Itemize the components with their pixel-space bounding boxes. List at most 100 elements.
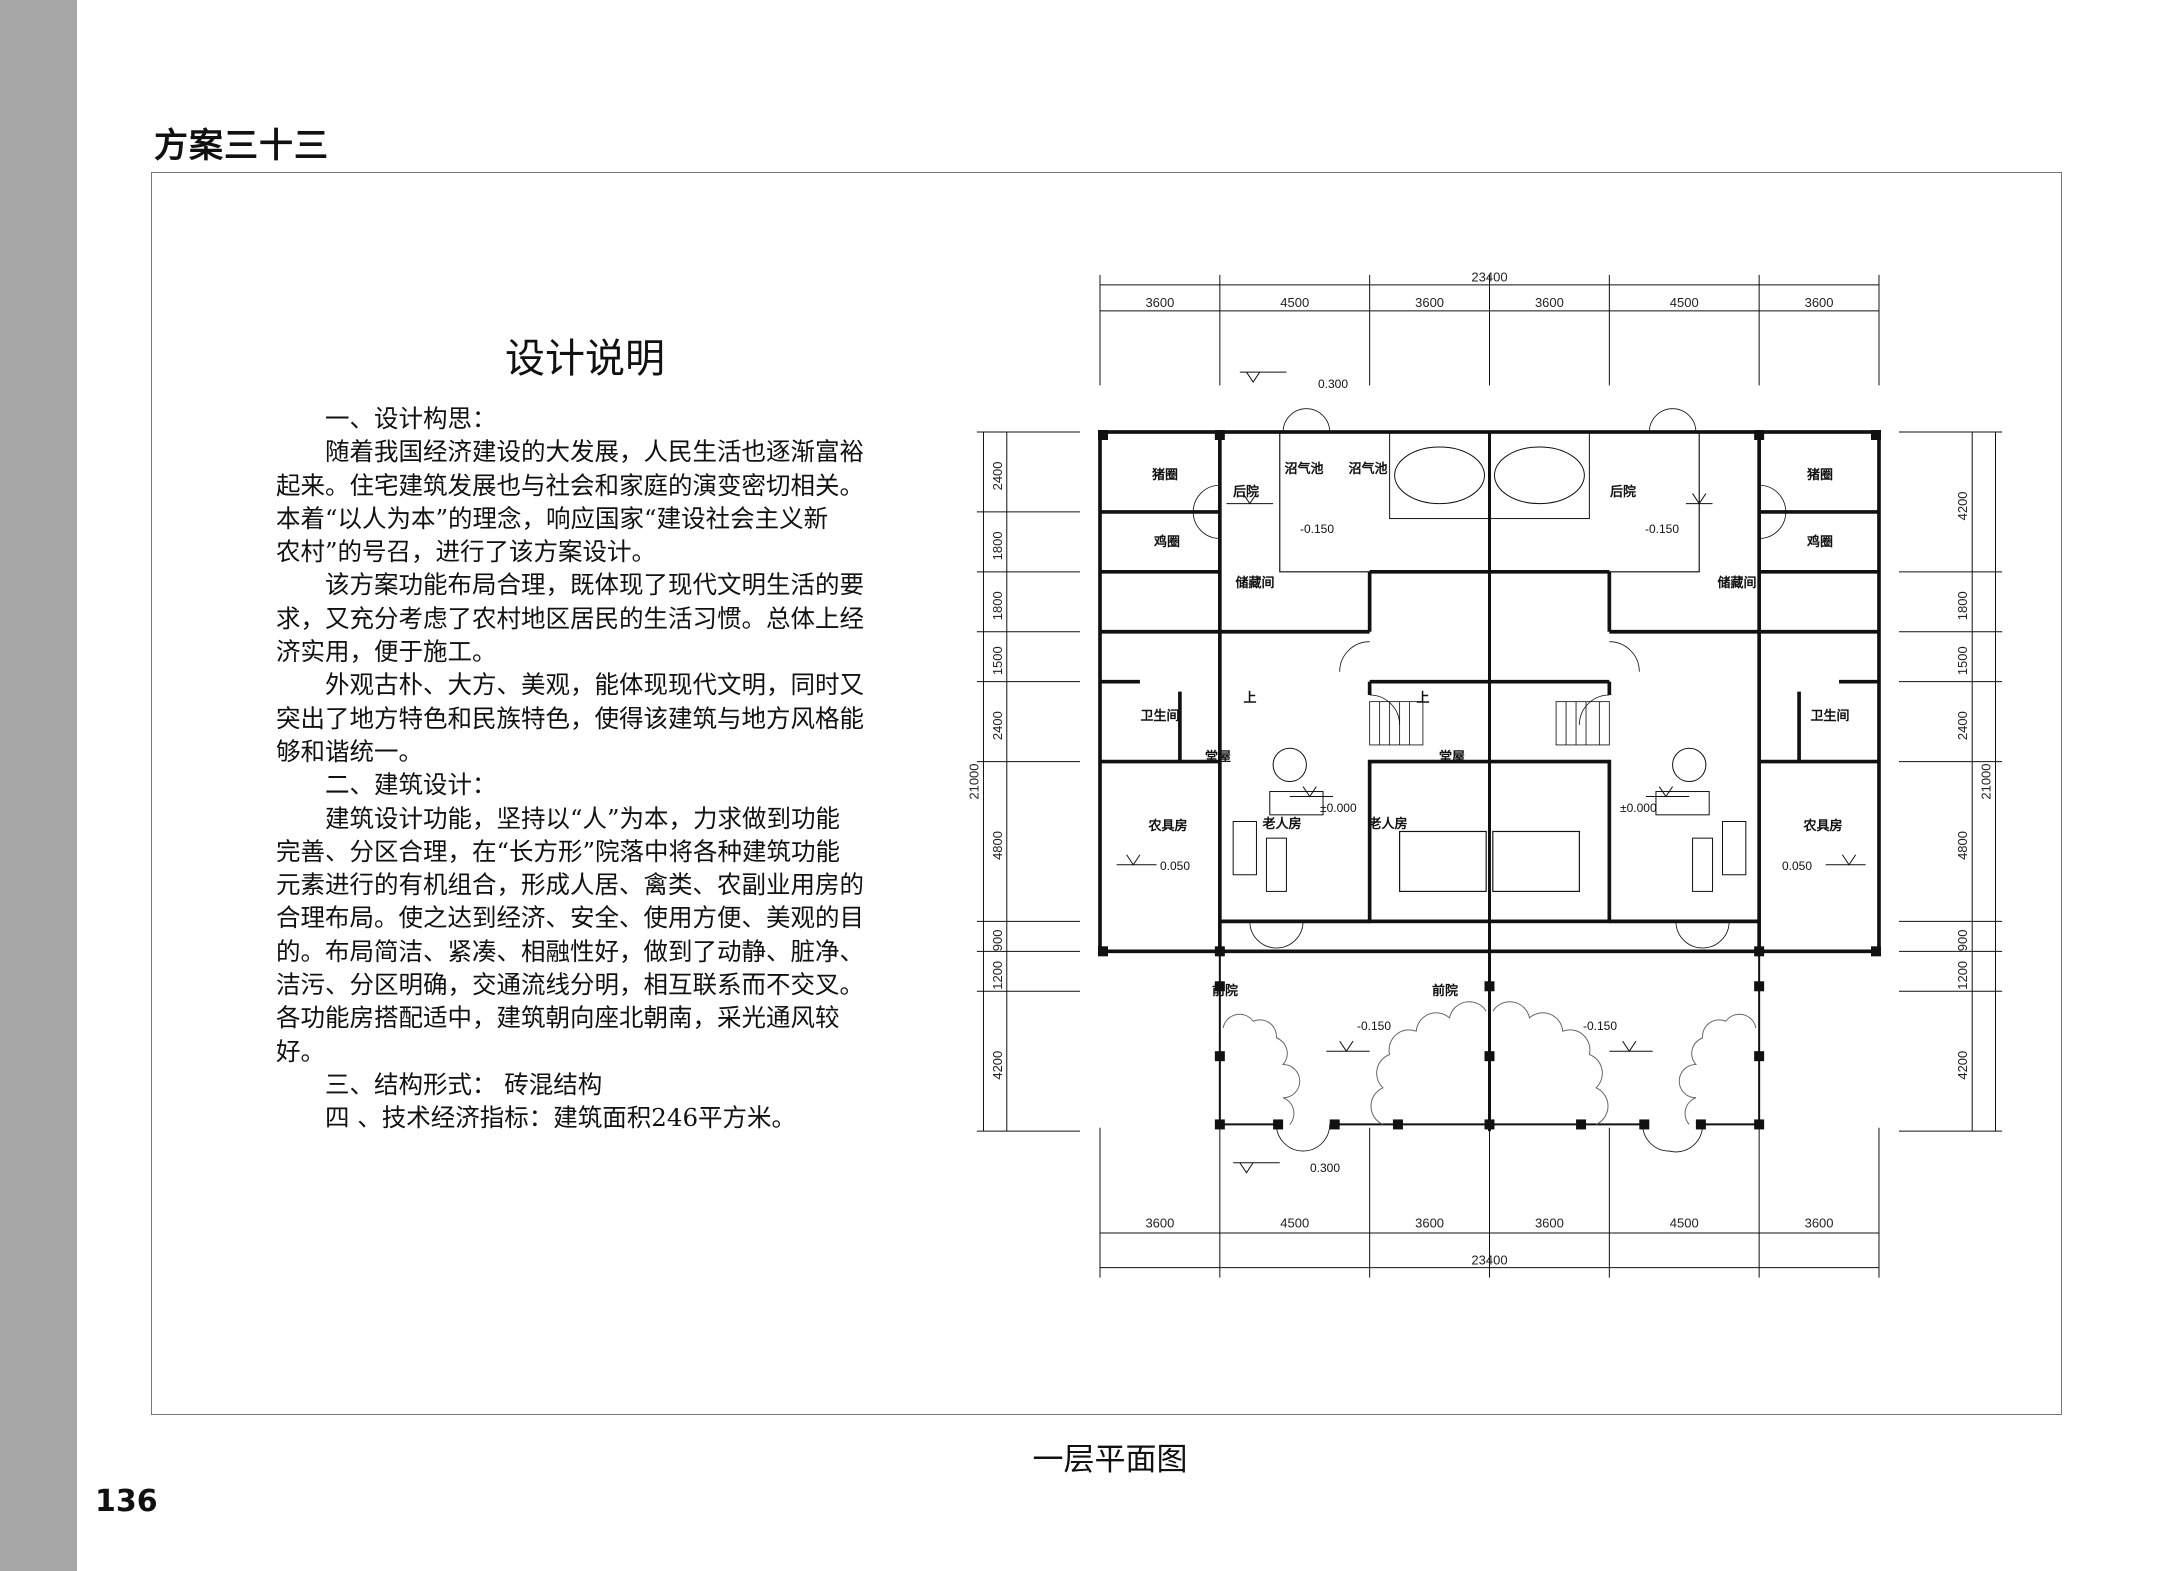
dimension-right: 1500 xyxy=(1955,646,1970,675)
scheme-title: 方案三十三 xyxy=(154,126,329,166)
description-line: 四 、技术经济指标：建筑面积246平方米。 xyxy=(325,1103,797,1133)
dimension-right: 1200 xyxy=(1955,961,1970,990)
description-line: 三、结构形式： 砖混结构 xyxy=(325,1069,603,1099)
left-dimension-lines xyxy=(976,431,1081,1132)
room-label-front-yard-right: 前院 xyxy=(1432,983,1458,999)
room-label-chicken-coop-left: 鸡圈 xyxy=(1153,534,1180,550)
content-frame xyxy=(151,172,2062,1415)
dimension-left: 900 xyxy=(990,929,1005,951)
page-number: 136 xyxy=(95,1484,158,1519)
dimension-bottom: 3600 xyxy=(1805,1216,1834,1231)
room-label-tool-room-left: 农具房 xyxy=(1147,818,1187,834)
dimension-left: 2400 xyxy=(990,461,1005,490)
room-label-elder-room-left: 老人房 xyxy=(1261,816,1301,832)
biogas-tank-left xyxy=(1394,446,1485,505)
description-line: 各功能房搭配适中，建筑朝向座北朝南，采光通风较 xyxy=(276,1003,840,1033)
description-body: 一、设计构思： 随着我国经济建设的大发展，人民生活也逐渐富裕起来。住宅建筑发展也与… xyxy=(276,402,916,1135)
door-swings xyxy=(1192,408,1787,1153)
elevation-back-yard-right: -0.150 xyxy=(1645,522,1679,536)
description-line: 二、建筑设计： xyxy=(325,770,497,800)
biogas-tank-right xyxy=(1493,446,1585,505)
room-label-storage-right: 储藏间 xyxy=(1716,575,1756,591)
dimension-left: 2400 xyxy=(990,711,1005,740)
room-label-storage-left: 储藏间 xyxy=(1234,575,1274,591)
dimension-bottom: 4500 xyxy=(1670,1216,1699,1231)
elevation-front-yard-left: -0.150 xyxy=(1357,1019,1391,1033)
dimension-bottom: 4500 xyxy=(1280,1216,1309,1231)
dimension-top: 3600 xyxy=(1145,295,1174,310)
bed-right xyxy=(1492,830,1580,892)
dimension-left: 4200 xyxy=(990,1051,1005,1080)
elevation-back-yard-left: -0.150 xyxy=(1300,522,1334,536)
top-dimension-lines xyxy=(1099,274,1880,386)
dining-table-left xyxy=(1272,747,1307,783)
dimension-left: 1500 xyxy=(990,646,1005,675)
description-line: 该方案功能布局合理，既体现了现代文明生活的要 xyxy=(325,570,864,600)
description-line: 突出了地方特色和民族特色，使得该建筑与地方风格能 xyxy=(276,703,864,733)
dimension-right: 2400 xyxy=(1955,711,1970,740)
dimension-total-width: 23400 xyxy=(1471,1252,1507,1267)
elevation-hall-left: ±0.000 xyxy=(1320,801,1357,815)
columns xyxy=(1098,430,1881,1130)
stairs xyxy=(1369,701,1610,746)
elevation-entry-back: 0.300 xyxy=(1318,377,1348,391)
description-line: 一、设计构思： xyxy=(325,404,497,433)
dimension-total-width: 23400 xyxy=(1471,270,1507,285)
dimension-bottom: 3600 xyxy=(1535,1216,1564,1231)
room-label-back-yard-left: 后院 xyxy=(1233,484,1259,500)
description-line: 外观古朴、大方、美观，能体现现代文明，同时又 xyxy=(325,670,864,700)
dimension-right: 1800 xyxy=(1955,591,1970,620)
dimension-total-depth-left: 21000 xyxy=(966,763,981,799)
room-label-elder-room-right: 老人房 xyxy=(1367,816,1407,832)
dimension-top: 4500 xyxy=(1280,295,1309,310)
front-yard-trees xyxy=(1222,1001,1757,1125)
description-line: 合理布局。使之达到经济、安全、使用方便、美观的目 xyxy=(276,903,864,933)
dimension-right: 4200 xyxy=(1955,1051,1970,1080)
room-label-main-hall-right: 堂屋 xyxy=(1439,749,1465,765)
label-biogas-left: 沼气池 xyxy=(1284,461,1323,477)
description-line: 洁污、分区明确，交通流线分明，相互联系而不交叉。 xyxy=(276,970,864,1000)
elevation-tool-room-left: 0.050 xyxy=(1160,859,1190,873)
dimension-left: 1200 xyxy=(990,961,1005,990)
dimension-top: 3600 xyxy=(1805,295,1834,310)
room-label-front-yard-left: 前院 xyxy=(1212,983,1238,999)
elevation-front-yard-right: -0.150 xyxy=(1583,1019,1617,1033)
room-label-chicken-coop-right: 鸡圈 xyxy=(1806,534,1833,550)
walls xyxy=(1098,430,1881,1132)
description-line: 元素进行的有机组合，形成人居、禽类、农副业用房的 xyxy=(276,870,864,900)
description-line: 完善、分区合理，在“长方形”院落中将各种建筑功能 xyxy=(276,836,841,866)
label-biogas-right: 沼气池 xyxy=(1348,461,1387,477)
description-line: 建筑设计功能，坚持以“人”为本，力求做到功能 xyxy=(325,803,841,833)
dimension-right: 900 xyxy=(1955,929,1970,951)
elevation-tool-room-right: 0.050 xyxy=(1782,859,1812,873)
dimension-left: 1800 xyxy=(990,531,1005,560)
bottom-dimension-lines xyxy=(1099,1127,1880,1278)
bed-left xyxy=(1399,830,1487,892)
dimension-right: 4200 xyxy=(1955,491,1970,520)
description-line: 随着我国经济建设的大发展，人民生活也逐渐富裕 xyxy=(325,437,864,467)
description-line: 农村”的号召，进行了该方案设计。 xyxy=(276,537,657,567)
room-label-tool-room-right: 农具房 xyxy=(1802,818,1842,834)
page-edge-gray-band xyxy=(0,0,77,1571)
description-line: 好。 xyxy=(276,1036,325,1066)
description-line: 本着“以人为本”的理念，响应国家“建设社会主义新 xyxy=(276,503,829,533)
description-line: 起来。住宅建筑发展也与社会和家庭的演变密切相关。 xyxy=(276,470,864,500)
dimension-top: 3600 xyxy=(1415,295,1444,310)
stairs-up-label-left: 上 xyxy=(1243,691,1256,706)
room-label-bathroom-left: 卫生间 xyxy=(1140,708,1179,724)
elevation-hall-right: ±0.000 xyxy=(1620,801,1657,815)
right-dimension-lines xyxy=(1898,431,2003,1132)
stairs-up-label-right: 上 xyxy=(1416,691,1429,706)
room-label-pigsty-left: 猪圈 xyxy=(1151,467,1178,483)
dimension-right: 4800 xyxy=(1955,831,1970,860)
room-label-back-yard-right: 后院 xyxy=(1610,484,1636,500)
dimension-bottom: 3600 xyxy=(1145,1216,1174,1231)
dimension-total-depth-right: 21000 xyxy=(1979,763,1994,799)
dimension-left: 4800 xyxy=(990,831,1005,860)
plan-caption: 一层平面图 xyxy=(1032,1442,1188,1478)
description-line: 的。布局简洁、紧凑、相融性好，做到了动静、脏净、 xyxy=(276,936,864,966)
dimension-top: 4500 xyxy=(1670,295,1699,310)
room-label-pigsty-right: 猪圈 xyxy=(1806,467,1833,483)
dining-table-right xyxy=(1672,747,1707,783)
description-line: 求，又充分考虑了农村地区居民的生活习惯。总体上经 xyxy=(276,603,864,633)
